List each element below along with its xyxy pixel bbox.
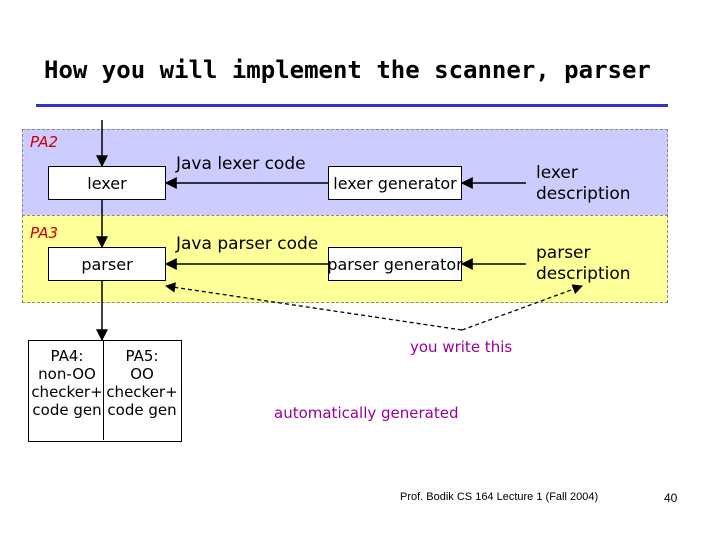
pa4-checker: PA4: non-OO checker+ code gen bbox=[30, 347, 104, 419]
pa5-checker: PA5: OO checker+ code gen bbox=[105, 347, 179, 419]
automatically-generated-note: automatically generated bbox=[274, 404, 459, 422]
dashed-pointer-to-parser bbox=[164, 282, 463, 331]
pa4-line-3: checker+ bbox=[31, 383, 103, 401]
parser-description-line-2: description bbox=[536, 264, 631, 284]
pa5-line-2: OO bbox=[130, 365, 154, 383]
pa5-line-3: checker+ bbox=[106, 383, 178, 401]
pa4-line-4: code gen bbox=[32, 401, 102, 419]
slide-footer: Prof. Bodik CS 164 Lecture 1 (Fall 2004) bbox=[400, 491, 599, 503]
parser-description: parser description bbox=[536, 243, 631, 285]
java-parser-code-label: Java parser code bbox=[176, 234, 319, 254]
lexer-description-line-2: description bbox=[536, 184, 631, 204]
title-underline bbox=[36, 104, 668, 107]
parser-generator-box: parser generator bbox=[327, 247, 463, 281]
pa2-label: PA2 bbox=[30, 133, 59, 151]
pa4-line-1: PA4: bbox=[50, 347, 84, 365]
dashed-pointer-to-parser-description bbox=[461, 284, 583, 331]
pa3-label: PA3 bbox=[30, 224, 59, 242]
lexer-generator-box: lexer generator bbox=[328, 166, 462, 200]
checker-divider bbox=[103, 340, 104, 440]
java-lexer-code-label: Java lexer code bbox=[176, 154, 306, 174]
lexer-description: lexer description bbox=[536, 163, 631, 205]
checker-box bbox=[28, 340, 182, 442]
parser-box: parser bbox=[48, 247, 166, 281]
pa5-line-1: PA5: bbox=[125, 347, 159, 365]
lexer-box: lexer bbox=[48, 166, 166, 200]
slide-title: How you will implement the scanner, pars… bbox=[44, 56, 651, 84]
lexer-description-line-1: lexer bbox=[536, 163, 578, 183]
page-number: 40 bbox=[664, 491, 678, 505]
parser-description-line-1: parser bbox=[536, 243, 591, 263]
you-write-this-note: you write this bbox=[410, 338, 513, 356]
pa5-line-4: code gen bbox=[107, 401, 177, 419]
pa4-line-2: non-OO bbox=[38, 365, 96, 383]
